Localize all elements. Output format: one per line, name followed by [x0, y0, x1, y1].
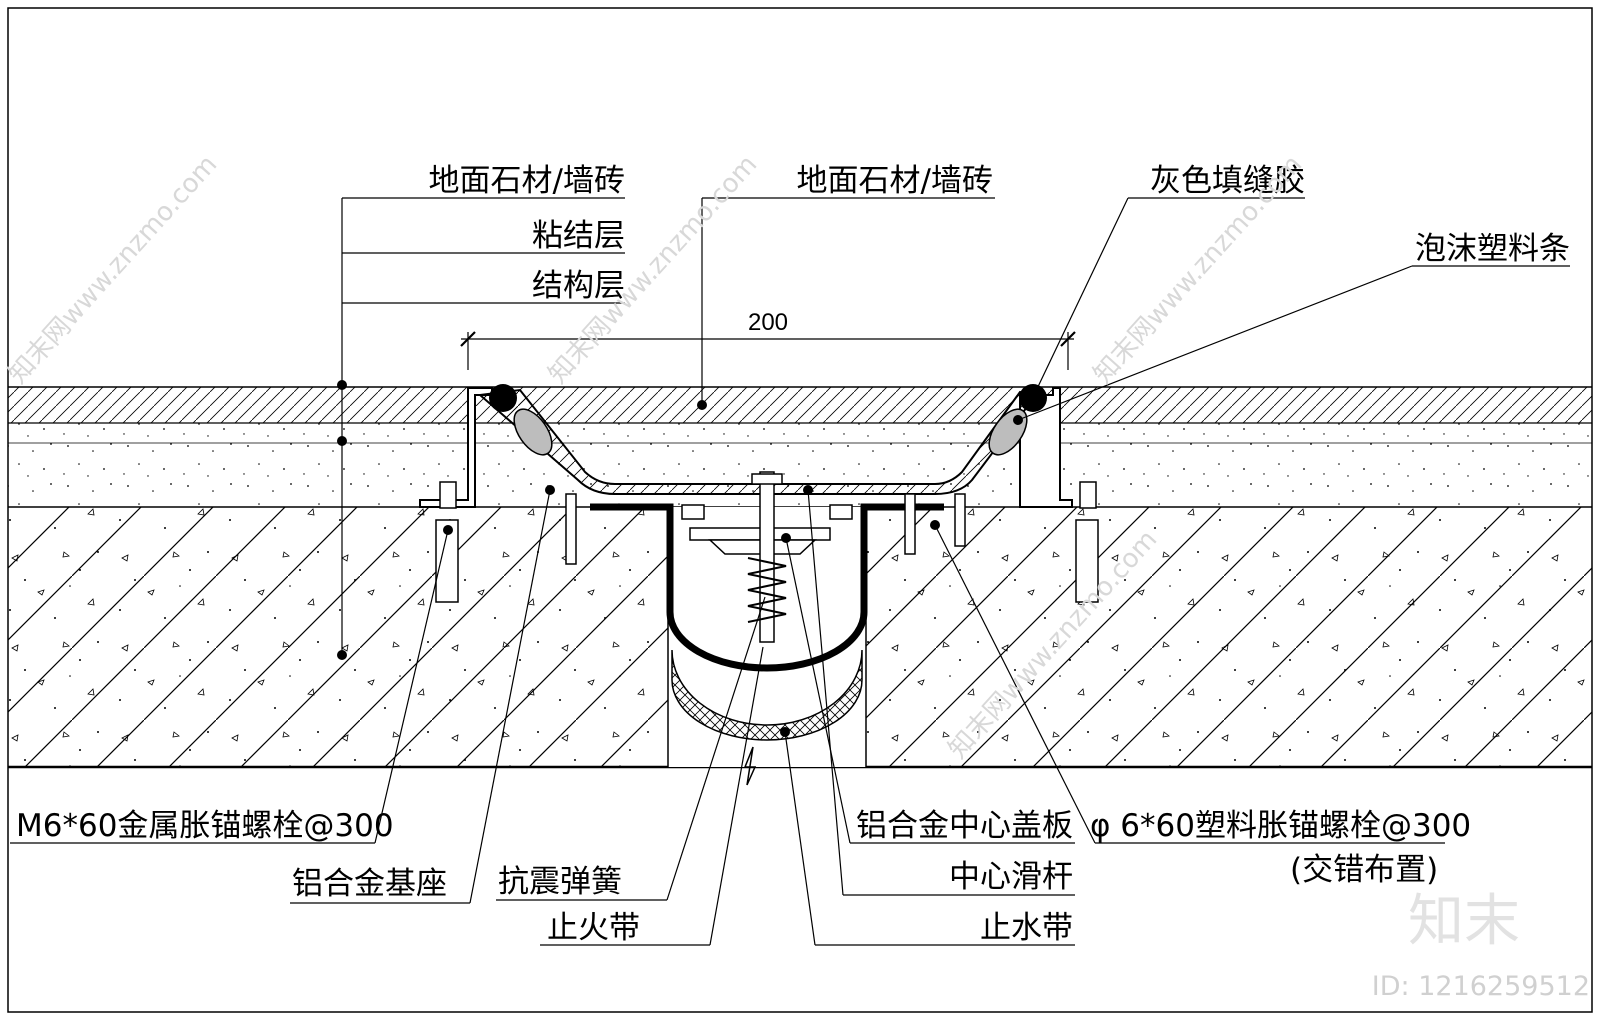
- center-slide-rod-assembly: [681, 471, 853, 643]
- label-firestop-band: 止火带: [547, 910, 640, 946]
- label-seismic-spring: 抗震弹簧: [498, 864, 622, 900]
- gray-sealant-left: [489, 384, 517, 412]
- dimension-200: 200: [748, 309, 788, 336]
- watermark-id: ID: 1216259512: [1372, 971, 1590, 1002]
- label-center-slide-rod: 中心滑杆: [949, 859, 1073, 895]
- label-waterstop-band: 止水带: [980, 910, 1073, 946]
- label-alu-center-cover: 铝合金中心盖板: [856, 808, 1073, 844]
- firestop-band: [671, 649, 863, 741]
- watermark-text: 知末网www.znzmo.com: [3, 150, 223, 390]
- stone-tile-layer: [8, 387, 1592, 423]
- dimension-line: [460, 331, 1076, 370]
- waterstop-band: [590, 503, 944, 672]
- label-staggered: (交错布置): [1290, 852, 1438, 888]
- break-symbol: [743, 746, 757, 786]
- plastic-anchor-bolts: [565, 493, 966, 565]
- seismic-spring: [747, 557, 787, 623]
- label-metal-anchor-bolt: M6*60金属胀锚螺栓@300: [16, 808, 394, 844]
- metal-anchor-bolts: [435, 481, 1099, 603]
- gray-sealant-right: [1019, 384, 1047, 412]
- label-gray-sealant: 灰色填缝胶: [1150, 163, 1305, 199]
- leader-lines: [10, 197, 1570, 946]
- label-stone-tile-center: 地面石材/墙砖: [797, 163, 993, 199]
- label-plastic-anchor-bolt: φ 6*60塑料胀锚螺栓@300: [1090, 808, 1471, 844]
- label-bonding-layer: 粘结层: [532, 218, 625, 254]
- aluminium-base-left: [419, 387, 1073, 508]
- label-structural-layer: 结构层: [532, 268, 625, 304]
- label-foam-strip: 泡沫塑料条: [1415, 231, 1570, 267]
- leader-dots: [337, 380, 1040, 737]
- label-stone-tile-left: 地面石材/墙砖: [429, 163, 625, 199]
- aluminium-center-cover: [477, 388, 1038, 495]
- foam-strip-left: [513, 408, 553, 456]
- label-alu-base: 铝合金基座: [292, 866, 447, 902]
- watermark-brand: 知末: [1408, 889, 1520, 954]
